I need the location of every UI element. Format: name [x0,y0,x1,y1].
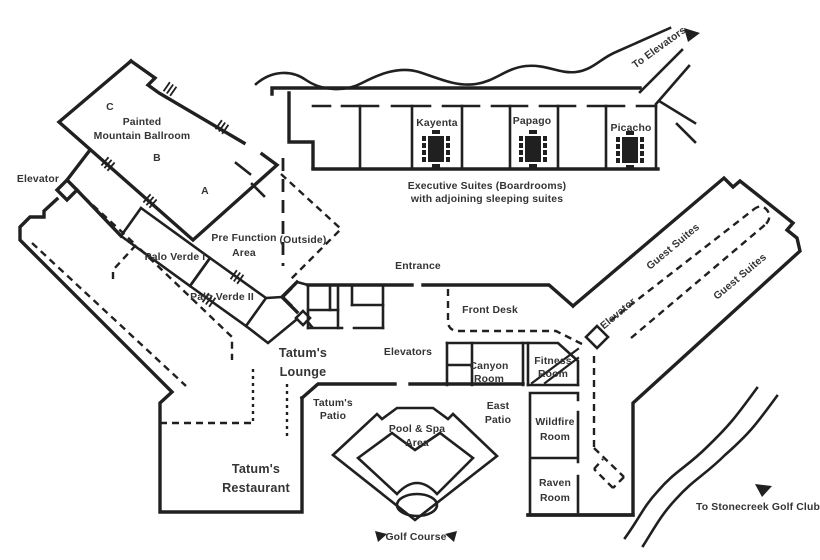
label-pre-function-1: Pre Function [211,233,276,244]
south-corridor [592,356,625,489]
label-exec-caption-2: with adjoining sleeping suites [410,194,563,205]
lobby-cluster-outline [279,279,576,330]
label-fitness-1: Fitness [534,356,571,367]
label-tatums-lounge-2: Lounge [280,365,327,379]
label-ballroom-name-1: Painted [123,117,162,128]
label-canyon-2: Room [474,374,504,385]
lounge-open-boundary [251,368,289,440]
executive-suites-outline [270,86,660,171]
stonecreek-arrow-icon [755,484,772,497]
golf-arrow-right-icon [445,531,457,542]
label-east-patio-2: Patio [485,415,511,426]
label-raven-1: Raven [539,478,571,489]
label-pool-1: Pool & Spa [389,424,445,435]
label-elevators: Elevators [384,347,432,358]
pool-spa-outline [331,406,499,522]
wildfire-raven-outline [526,391,635,517]
label-wildfire-2: Room [540,432,570,443]
label-tatums-restaurant-1: Tatum's [232,462,280,476]
guest-wing-outline [526,175,802,517]
canyon-row-outline [408,341,580,387]
picacho-table-icon [616,131,644,169]
label-picacho: Picacho [611,123,652,134]
golf-arrow-left-icon [375,531,387,542]
label-tatums-restaurant-2: Restaurant [222,481,290,495]
guest-wing-corridor [609,205,771,339]
label-tatums-patio-2: Patio [320,411,346,422]
label-ballroom-a: A [201,186,209,197]
label-stonecreek: To Stonecreek Golf Club [696,502,820,513]
label-wildfire-1: Wildfire [535,417,574,428]
label-exec-caption-1: Executive Suites (Boardrooms) [408,181,567,192]
label-east-patio-1: East [487,401,510,412]
label-entrance: Entrance [395,261,441,272]
label-guest-suites-b: Guest Suites [712,252,769,302]
palo-verde-outline [119,206,298,345]
label-guest-suites-a: Guest Suites [645,222,702,272]
to-elevators-arrow-icon [684,28,700,42]
label-palo-verde-2: Palo Verde II [190,292,254,303]
label-tatums-lounge-1: Tatum's [279,346,327,360]
ballroom-outline [56,58,280,243]
label-ballroom-b: B [153,153,161,164]
label-pre-function-2: Area [232,248,256,259]
label-kayenta: Kayenta [416,118,458,129]
label-front-desk: Front Desk [462,305,518,316]
label-golf-course: Golf Course [385,532,446,543]
label-pool-2: Area [405,438,429,449]
kayenta-table-icon [422,130,450,168]
front-desk-outline [446,289,585,347]
label-elevator-wing: Elevator [599,296,638,332]
label-outside: (Outside) [280,235,327,246]
label-fitness-2: Room [538,369,568,380]
label-ballroom-name-2: Mountain Ballroom [94,131,191,142]
wing-elevator-shaft [584,324,610,350]
label-canyon-1: Canyon [469,361,508,372]
label-papago: Papago [513,116,551,127]
label-raven-2: Room [540,493,570,504]
label-ballroom-c: C [106,102,114,113]
label-palo-verde-1: Palo Verde I [145,252,206,263]
papago-table-icon [519,130,547,168]
outside-boundary [280,173,343,280]
label-tatums-patio-1: Tatum's [313,398,353,409]
west-elevator-shaft [54,177,80,203]
label-elevator-left: Elevator [17,174,59,185]
stonecreek-path-outline [623,386,779,548]
